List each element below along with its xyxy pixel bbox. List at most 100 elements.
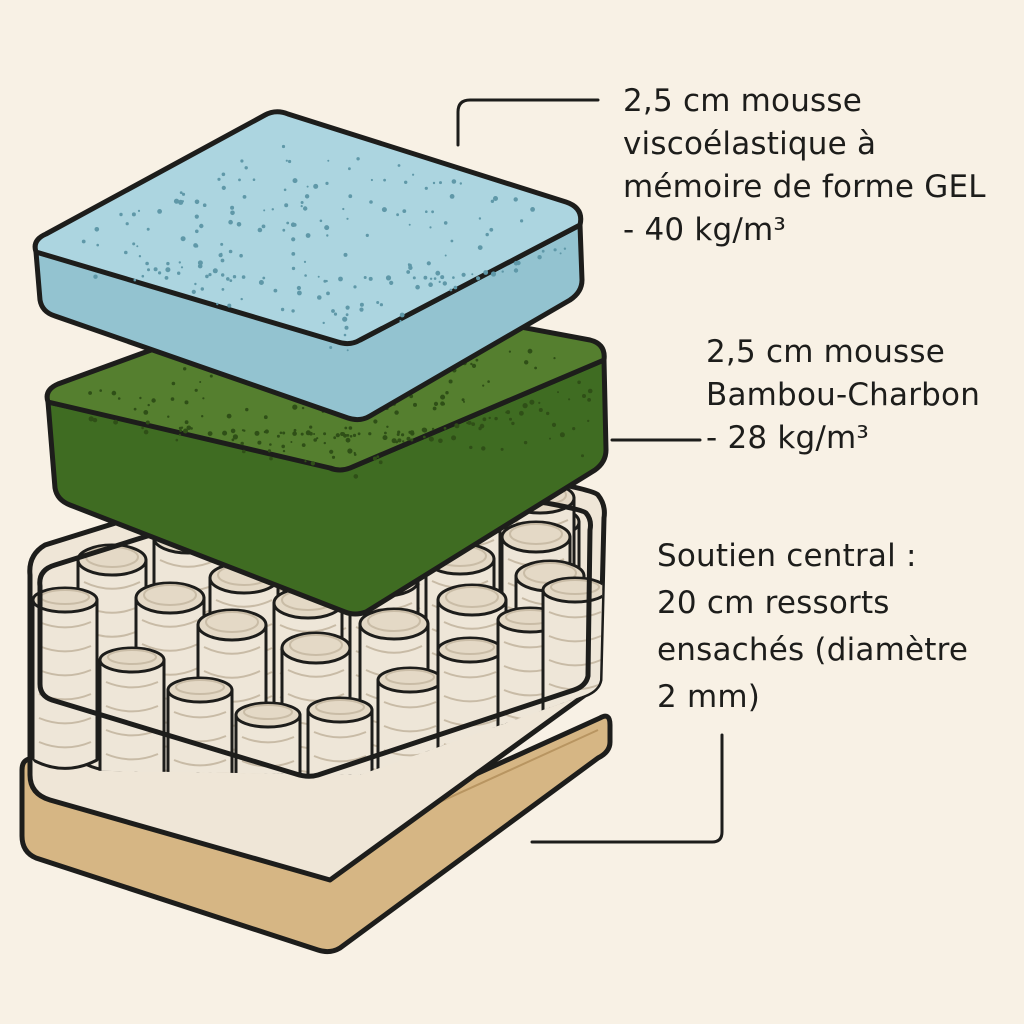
foam-speckle	[209, 374, 213, 378]
foam-speckle	[132, 242, 136, 246]
foam-speckle	[433, 277, 437, 280]
foam-speckle	[359, 302, 364, 307]
foam-speckle	[471, 273, 474, 276]
foam-speckle	[450, 239, 454, 243]
foam-speckle	[240, 441, 244, 446]
foam-speckle	[506, 410, 511, 415]
foam-speckle	[485, 232, 489, 237]
foam-speckle	[344, 426, 348, 430]
foam-speckle	[133, 407, 137, 411]
foam-speckle	[143, 429, 149, 435]
foam-speckle	[438, 438, 443, 444]
foam-speckle	[202, 397, 205, 400]
foam-speckle	[111, 390, 117, 396]
foam-speckle	[443, 221, 448, 225]
foam-speckle	[292, 178, 298, 184]
foam-speckle	[402, 209, 407, 214]
foam-speckle	[471, 363, 477, 368]
foam-speckle	[396, 213, 399, 217]
foam-speckle	[221, 288, 225, 291]
foam-speckle	[300, 205, 303, 208]
foam-speckle	[448, 379, 453, 384]
foam-speckle	[267, 449, 271, 453]
foam-speckle	[451, 435, 457, 441]
foam-speckle	[284, 203, 289, 208]
foam-speckle	[426, 261, 431, 266]
foam-speckle	[291, 252, 296, 256]
foam-speckle	[170, 397, 175, 401]
foam-speckle	[113, 419, 118, 425]
foam-speckle	[232, 434, 238, 440]
foam-speckle	[389, 280, 394, 285]
foam-speckle	[449, 194, 455, 199]
foam-speckle	[463, 400, 465, 403]
foam-speckle	[481, 446, 486, 451]
foam-speckle	[316, 437, 319, 440]
foam-speckle	[304, 194, 310, 199]
foam-speckle	[143, 410, 149, 415]
foam-speckle	[99, 389, 102, 392]
gel-label-line: viscoélastique à	[623, 126, 877, 162]
foam-speckle	[236, 222, 242, 227]
foam-speckle	[117, 397, 121, 400]
foam-speckle	[230, 428, 236, 434]
foam-speckle	[376, 301, 380, 304]
foam-speckle	[470, 362, 473, 366]
foam-speckle	[331, 309, 335, 313]
foam-speckle	[151, 398, 156, 403]
foam-speckle	[303, 260, 307, 263]
gel-layer-label: 2,5 cm mousse viscoélastique à mémoire d…	[623, 80, 986, 252]
foam-speckle	[164, 276, 169, 280]
foam-speckle	[175, 438, 179, 442]
foam-speckle	[487, 380, 490, 383]
foam-speckle	[475, 358, 479, 362]
foam-speckle	[363, 276, 367, 279]
foam-speckle	[119, 212, 123, 217]
foam-speckle	[94, 227, 100, 232]
foam-speckle	[471, 422, 476, 426]
foam-speckle	[428, 282, 433, 288]
foam-speckle	[317, 295, 322, 300]
foam-speckle	[288, 159, 292, 164]
pocket-spring	[306, 696, 374, 775]
bamboo-label-line: Bambou-Charbon	[706, 377, 981, 413]
foam-speckle	[522, 403, 528, 409]
foam-speckle	[136, 245, 139, 248]
foam-speckle	[273, 288, 278, 293]
foam-speckle	[469, 445, 473, 450]
foam-speckle	[541, 249, 545, 253]
foam-speckle	[239, 253, 243, 258]
foam-speckle	[482, 417, 487, 422]
foam-speckle	[181, 192, 186, 196]
foam-speckle	[190, 427, 193, 430]
foam-speckle	[145, 420, 150, 425]
foam-speckle	[534, 366, 537, 370]
foam-speckle	[238, 178, 241, 182]
foam-speckle	[145, 261, 149, 266]
foam-speckle	[513, 260, 519, 266]
foam-speckle	[415, 284, 420, 290]
foam-speckle	[180, 236, 186, 242]
foam-speckle	[263, 209, 266, 212]
foam-speckle	[431, 427, 435, 431]
foam-speckle	[508, 350, 511, 353]
foam-speckle	[242, 195, 247, 199]
foam-speckle	[379, 303, 383, 307]
foam-speckle	[422, 435, 426, 439]
foam-speckle	[263, 415, 268, 420]
foam-speckle	[397, 430, 401, 434]
gel-label-line: mémoire de forme GEL	[623, 169, 986, 205]
foam-speckle	[435, 270, 441, 276]
foam-speckle	[346, 217, 349, 220]
foam-speckle	[178, 426, 182, 430]
foam-speckle	[217, 177, 221, 181]
foam-speckle	[501, 270, 504, 273]
foam-speckle	[257, 227, 263, 233]
foam-speckle	[348, 167, 351, 171]
foam-speckle	[429, 226, 432, 229]
foam-speckle	[241, 429, 245, 432]
foam-speckle	[438, 280, 441, 283]
foam-speckle	[353, 285, 357, 289]
foam-speckle	[300, 201, 304, 204]
foam-speckle	[283, 188, 287, 192]
